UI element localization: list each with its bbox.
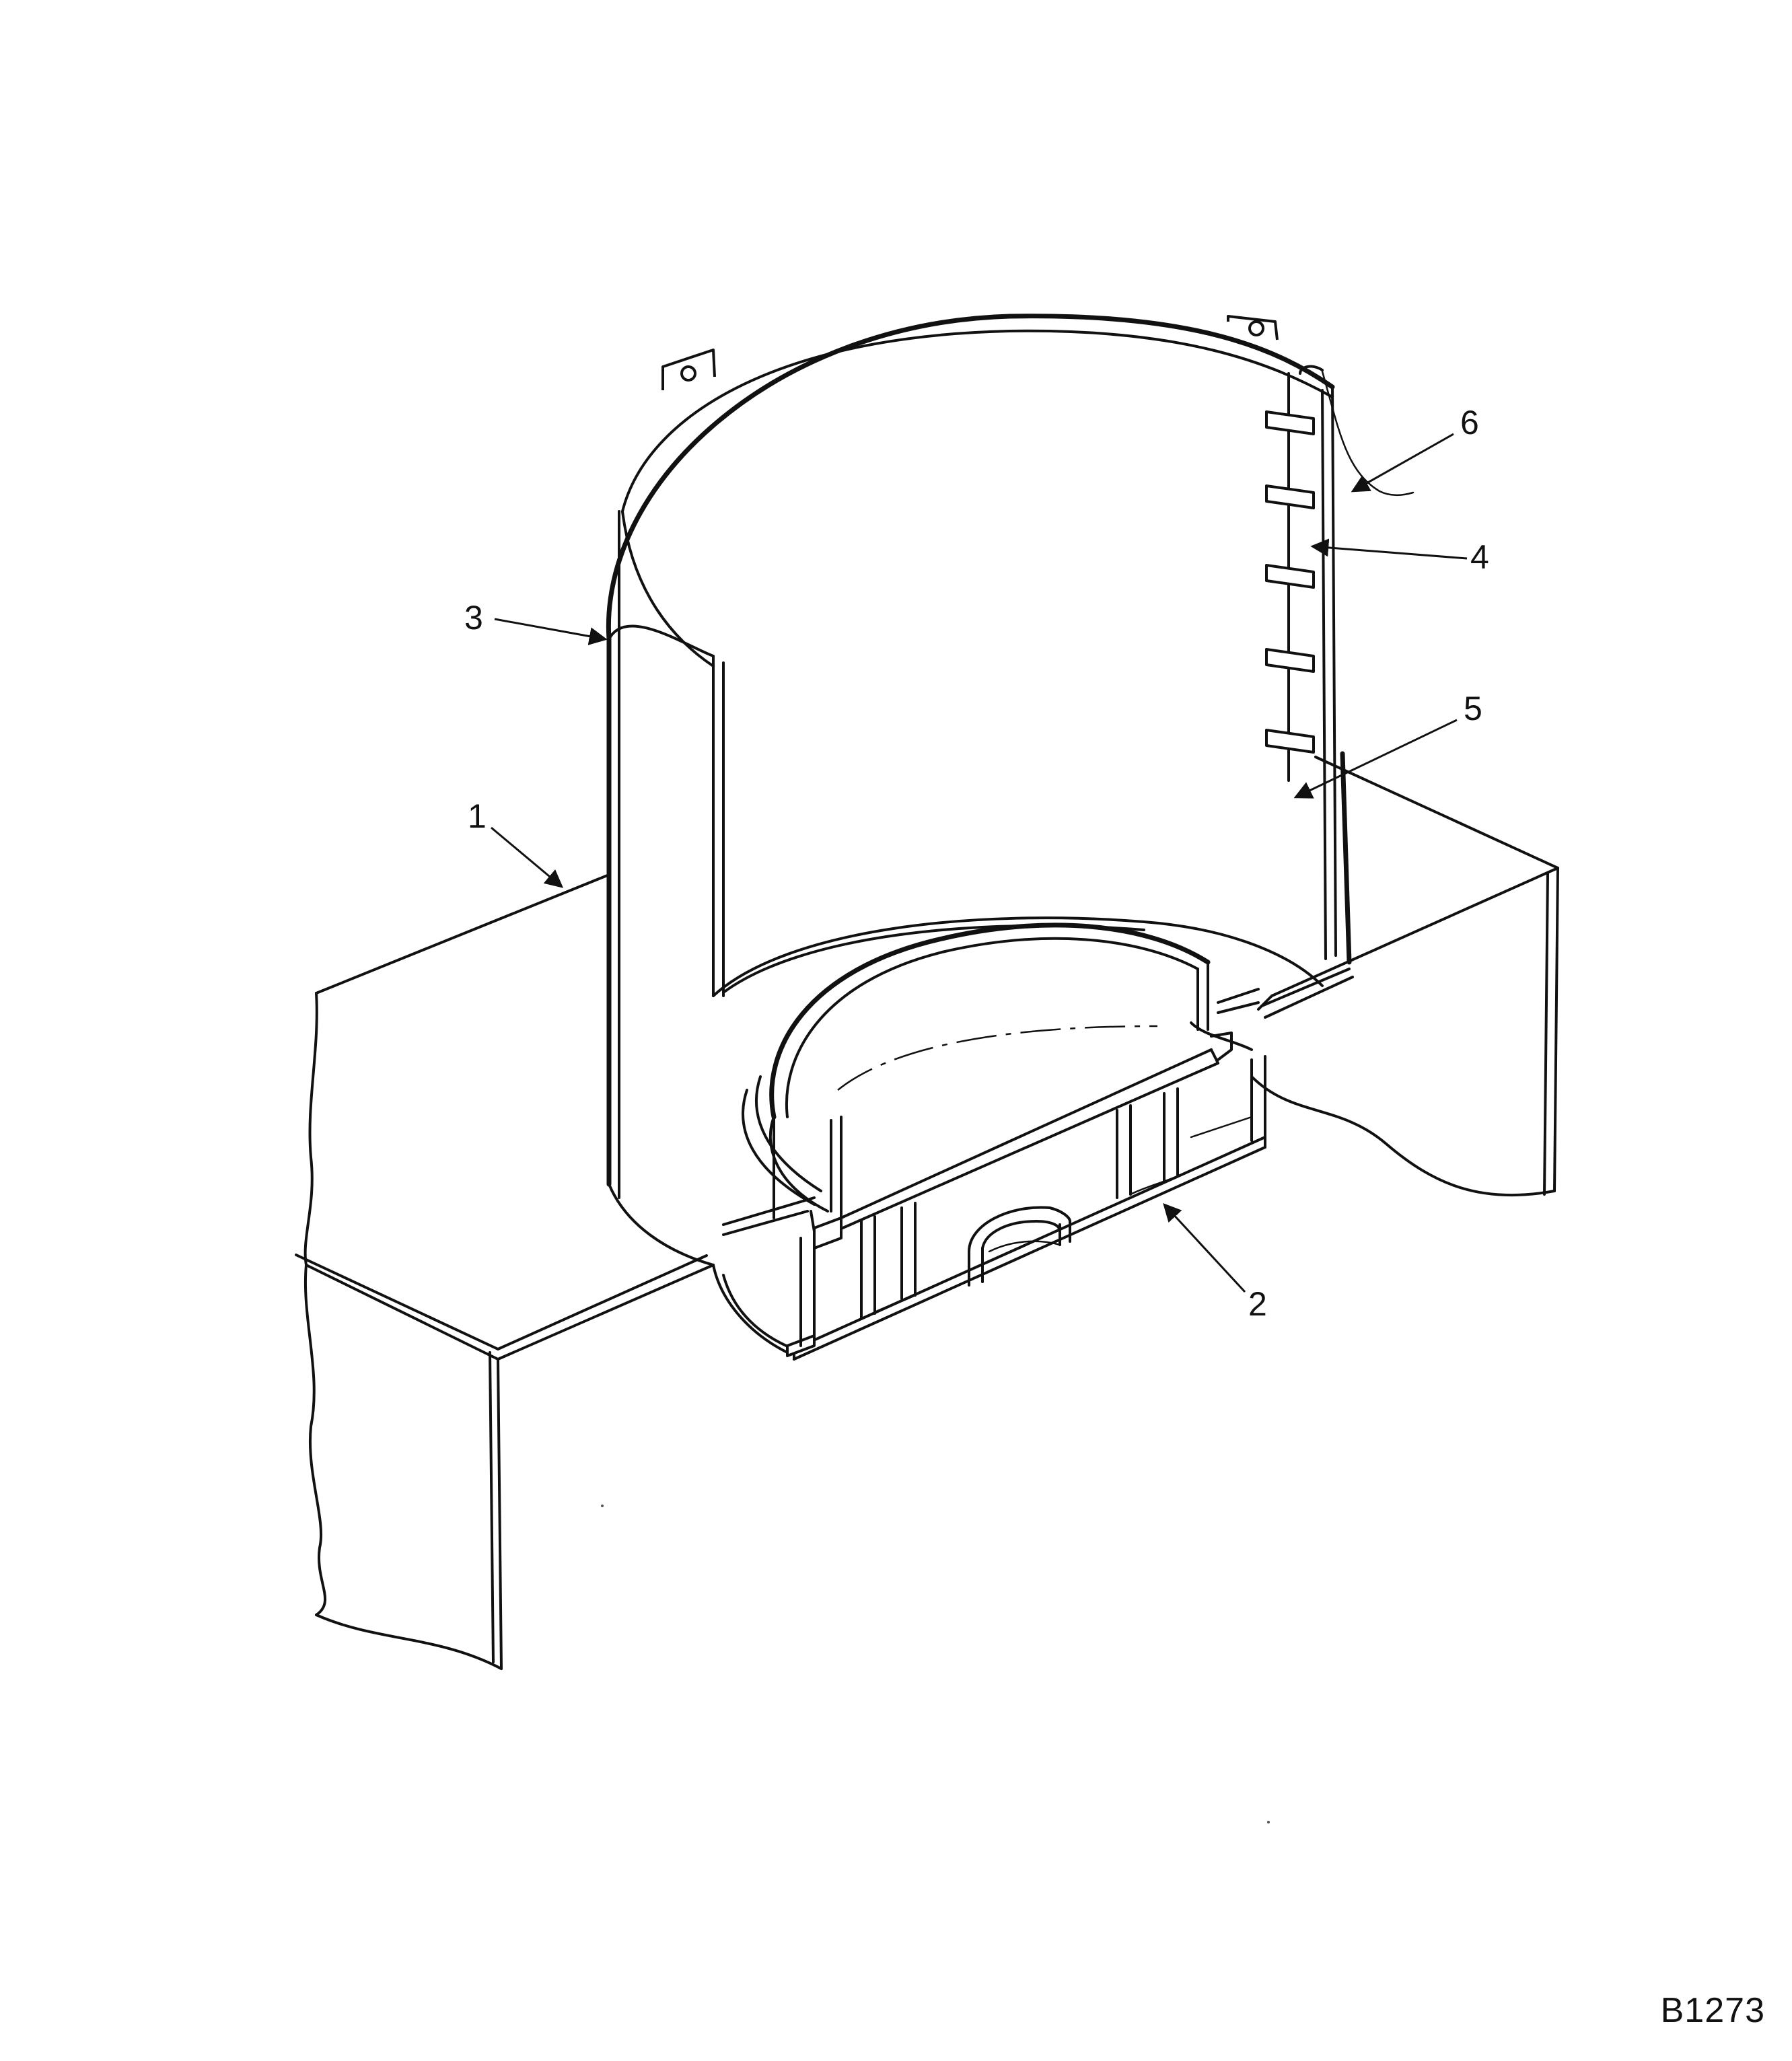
callout-3: 3 (464, 599, 483, 637)
deck-plate (295, 756, 1559, 1670)
ladder-rungs (1265, 365, 1324, 782)
callout-4: 4 (1470, 538, 1489, 576)
callout-2: 2 (1248, 1285, 1267, 1323)
speck-marks (601, 1505, 1270, 1823)
callout-1: 1 (468, 797, 487, 835)
foundation-base (712, 916, 1324, 1361)
callout-leaders (491, 433, 1468, 1293)
callout-5: 5 (1464, 690, 1482, 727)
cable-wire (1321, 370, 1414, 497)
callout-6: 6 (1460, 404, 1479, 441)
figure-id-label: B1273 (1660, 1991, 1765, 2030)
lifting-lug-right (1227, 315, 1279, 340)
lifting-lug-left (661, 349, 716, 390)
cylinder-shell (606, 314, 1352, 1354)
